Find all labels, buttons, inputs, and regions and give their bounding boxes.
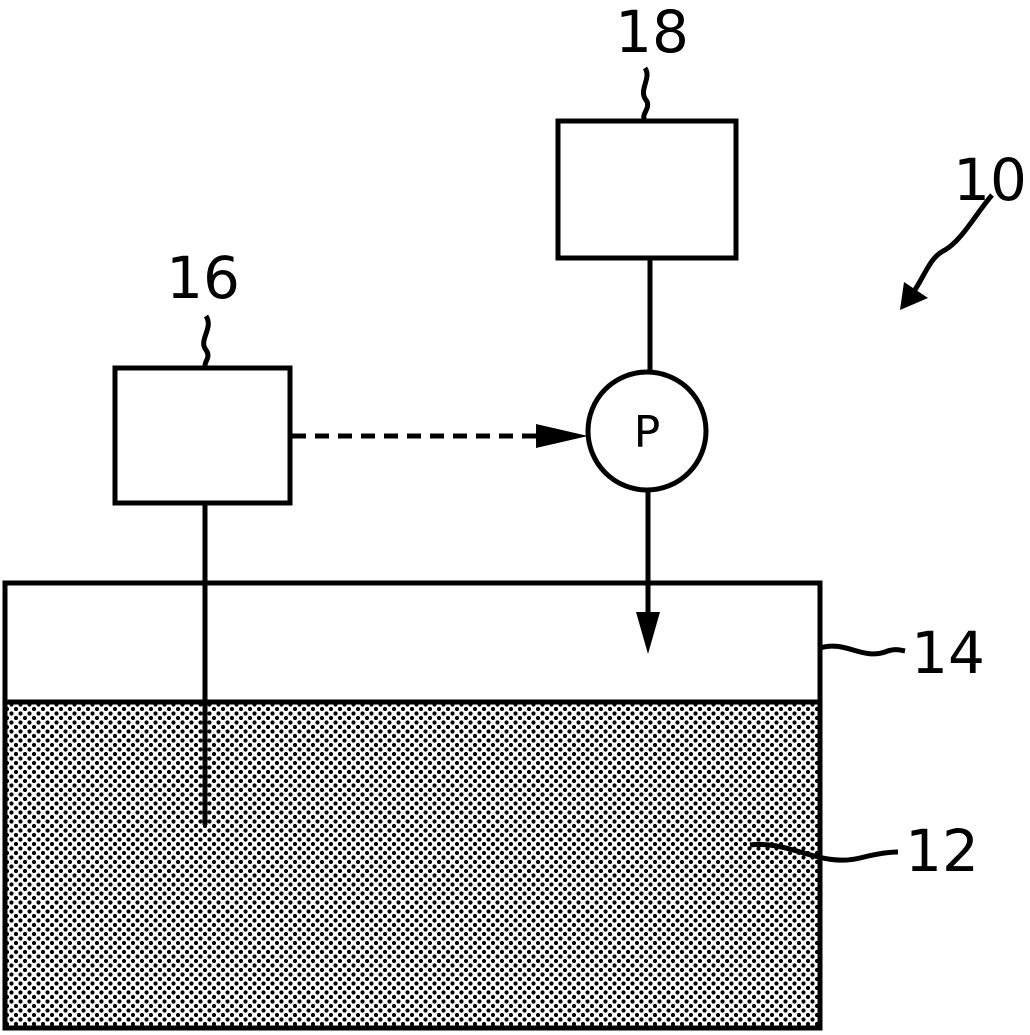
leader-12 — [749, 841, 899, 863]
leader-18 — [640, 66, 651, 123]
liquid-body — [5, 702, 820, 1028]
leader-16 — [201, 314, 211, 370]
leader-10-arrowhead — [900, 282, 928, 310]
pump-outlet-arrowhead — [636, 612, 660, 654]
leader-10 — [906, 193, 994, 302]
label-14: 14 — [911, 619, 985, 687]
label-10: 10 — [953, 146, 1027, 214]
label-16: 16 — [166, 244, 240, 312]
label-12: 12 — [905, 817, 979, 885]
leader-14 — [819, 643, 906, 657]
source-box — [555, 118, 739, 261]
vessel-outline — [2, 580, 823, 1031]
label-18: 18 — [615, 0, 689, 66]
pump-label: P — [634, 407, 661, 458]
control-signal-arrowhead — [536, 424, 588, 448]
sensor-box — [112, 365, 293, 506]
